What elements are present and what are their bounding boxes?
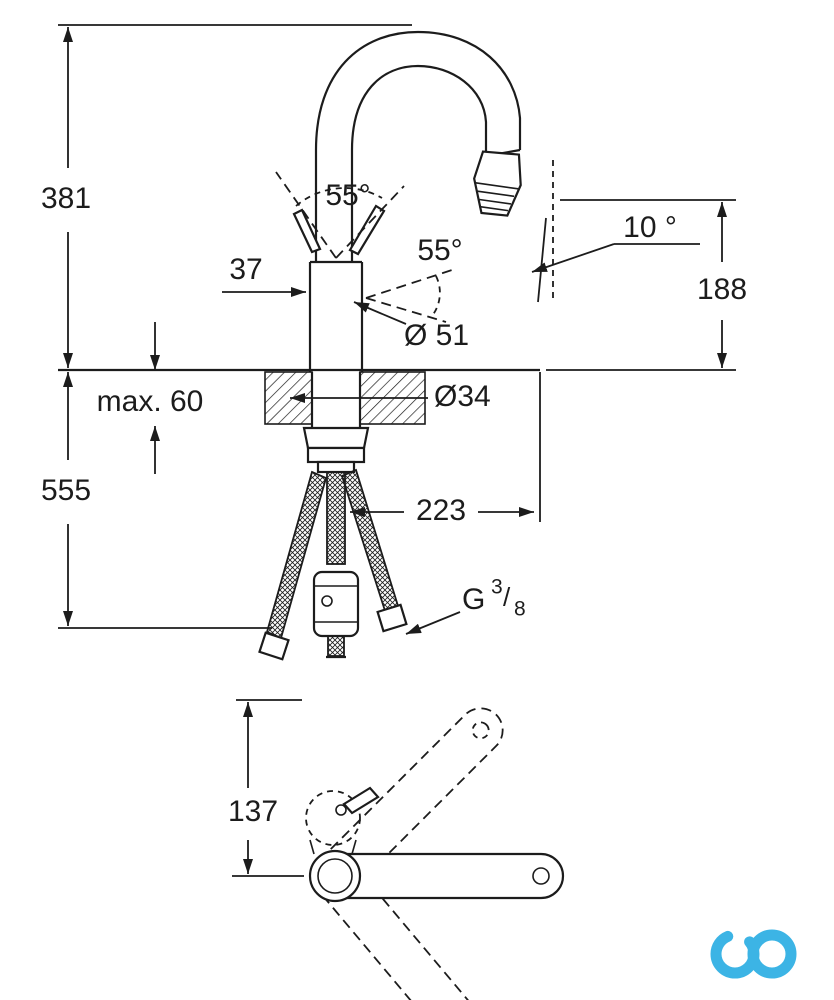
lever-left [292,208,322,254]
supply-hoses [258,468,408,661]
dim-555-label: 555 [41,474,91,507]
column-plan-hidden [305,790,361,846]
mounting-nut [302,426,370,450]
hose-fitting-left [258,631,290,661]
spray-head [473,150,522,217]
thread-denominator: 8 [514,598,526,621]
thread-g-label: G [462,583,485,616]
faucet-body [308,260,364,372]
lever-handles [275,171,453,323]
lever-pivot-plan [335,804,347,816]
thread-slash: / [503,582,511,612]
hose-weight [312,570,360,638]
body-plan-inner [317,858,353,894]
pullout-hose [312,471,360,659]
lever-plan [342,786,380,815]
tilt-arc [431,275,441,317]
hose-fitting-right [376,603,408,633]
dim-max60-label: max. 60 [97,385,204,418]
thread-numerator: 3 [491,576,503,599]
dim-188-label: 188 [697,273,747,306]
spout-outlet [532,867,550,885]
dim-137-label: 137 [228,795,278,828]
spray-axis-line [537,217,547,303]
swivel-ray-right [335,185,405,259]
dim-d51-label: Ø 51 [404,319,469,352]
side-view [58,30,554,661]
tilt-ray-upper [365,269,453,299]
dim-10deg-arrow [531,243,615,273]
lever-right [348,204,386,256]
swivel-arc-top [295,187,383,207]
swivel-ray-left [275,171,337,259]
dim-223-label: 223 [416,494,466,527]
thread-arrow [405,611,461,635]
pullout-hose-lower [327,635,345,657]
watermark-o-icon [747,929,797,979]
watermark-logo [710,929,797,979]
thread-callout: G 3 / 8 [405,576,526,635]
dim-d51-leader [353,301,407,325]
top-view: 137 [228,699,565,1000]
dim-55b-label: 55° [417,234,462,267]
hose-manifold [316,460,356,474]
dim-55a-label: 55° [325,179,370,212]
dim-10deg-label: 10 ° [623,211,677,244]
tilt-ray-lower [365,297,447,323]
spout-plan [333,852,565,900]
dim-381-label: 381 [41,182,91,215]
pullout-hose-upper [326,471,346,565]
dimensions-side: 381 555 max. 60 37 55° 55° Ø 51 Ø34 10 ° [41,24,747,635]
spout-position-upper [318,707,504,893]
mounting-hardware [302,372,370,474]
dim-37-label: 37 [229,253,262,286]
mounting-washer [306,446,366,464]
dim-d34-label: Ø34 [434,380,491,413]
spout-inner-curve [350,64,488,262]
spout-outer-curve [314,30,522,262]
weight-screw [321,595,333,607]
